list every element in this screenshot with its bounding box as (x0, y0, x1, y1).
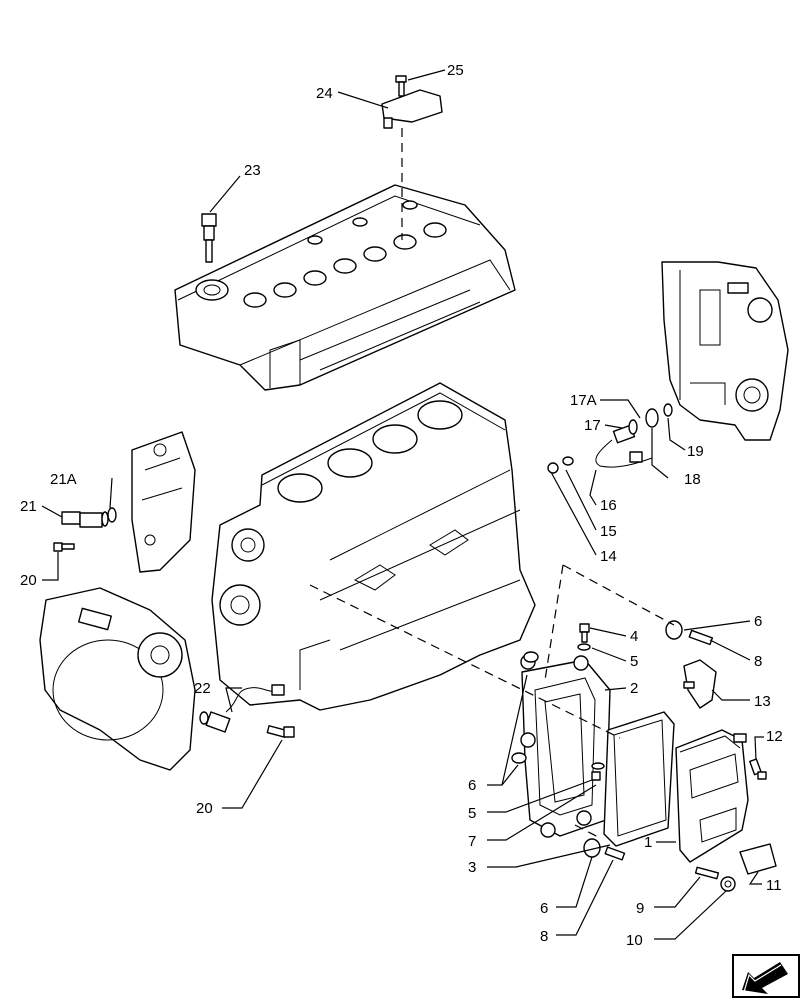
speed-sensor-17 (595, 403, 673, 468)
cylinder-head (174, 184, 516, 391)
callout-25: 25 (447, 62, 464, 79)
callout-20-upper: 20 (20, 572, 37, 589)
callout-14: 14 (600, 548, 617, 565)
callout-10: 10 (626, 932, 643, 949)
bolt-4 (579, 623, 590, 643)
fitting-7 (591, 771, 601, 781)
guide-line-ecu-lower (574, 824, 601, 839)
callout-12: 12 (766, 728, 783, 745)
navigation-arrow-button[interactable] (732, 954, 800, 998)
callout-2: 2 (630, 680, 638, 697)
callout-labels: 25 24 23 17A 17 19 18 16 15 14 21A 21 20… (20, 62, 783, 949)
sensor-21 (61, 511, 109, 528)
callout-13: 13 (754, 693, 771, 710)
o-ring-21a (107, 507, 117, 523)
cylinder-head-valve-ports (243, 200, 447, 308)
callout-6-left: 6 (468, 777, 476, 794)
washer-15 (562, 456, 574, 466)
callout-4: 4 (630, 628, 638, 645)
arrow-left-down-icon (742, 962, 788, 994)
callout-17: 17 (584, 417, 601, 434)
callout-5-left: 5 (468, 805, 476, 822)
callout-1: 1 (644, 834, 652, 851)
timing-cover (661, 261, 789, 441)
callout-6-bottom: 6 (540, 900, 548, 917)
callout-8-bottom: 8 (540, 928, 548, 945)
callout-24: 24 (316, 85, 333, 102)
callout-21a: 21A (50, 471, 77, 488)
leader-lines (41, 69, 764, 940)
nut-14 (547, 462, 559, 474)
cylinder-bores (277, 400, 463, 503)
callout-3: 3 (468, 859, 476, 876)
ecu-module-1 (675, 729, 749, 863)
front-bracket (131, 431, 196, 573)
callout-16: 16 (600, 497, 617, 514)
bolt-20-upper (53, 542, 75, 552)
cover-11 (739, 843, 777, 875)
guide-line-block-ecu (309, 584, 621, 739)
connector-13 (683, 659, 717, 709)
callout-15: 15 (600, 523, 617, 540)
callout-6-top: 6 (754, 613, 762, 630)
callout-11: 11 (766, 877, 782, 894)
grommets-6 (511, 620, 683, 858)
callout-7: 7 (468, 833, 476, 850)
bolt-9 (694, 866, 720, 880)
callout-8-top: 8 (754, 653, 762, 670)
callout-20-lower: 20 (196, 800, 213, 817)
bolt-25 (395, 75, 407, 97)
ecu-mounting-bracket-2 (520, 654, 611, 838)
callout-18: 18 (684, 471, 701, 488)
callout-22: 22 (194, 680, 211, 697)
callout-23: 23 (244, 162, 261, 179)
sensor-22 (199, 684, 285, 733)
temperature-sensor-23 (201, 213, 217, 263)
flywheel-housing (39, 587, 196, 771)
nut-10 (720, 876, 736, 892)
callout-9: 9 (636, 900, 644, 917)
guide-line-ecu-top (562, 564, 675, 626)
bolt-20-lower (266, 725, 295, 738)
gasket-3 (603, 711, 675, 847)
bolt-12 (749, 758, 767, 780)
guide-line-ecu-left (544, 564, 564, 681)
callout-19: 19 (687, 443, 704, 460)
callout-17a: 17A (570, 392, 597, 409)
callout-21: 21 (20, 498, 37, 515)
washer-5 (577, 643, 605, 770)
callout-5-top: 5 (630, 653, 638, 670)
engine-block (211, 382, 536, 711)
pressure-sensor-24 (381, 89, 443, 129)
